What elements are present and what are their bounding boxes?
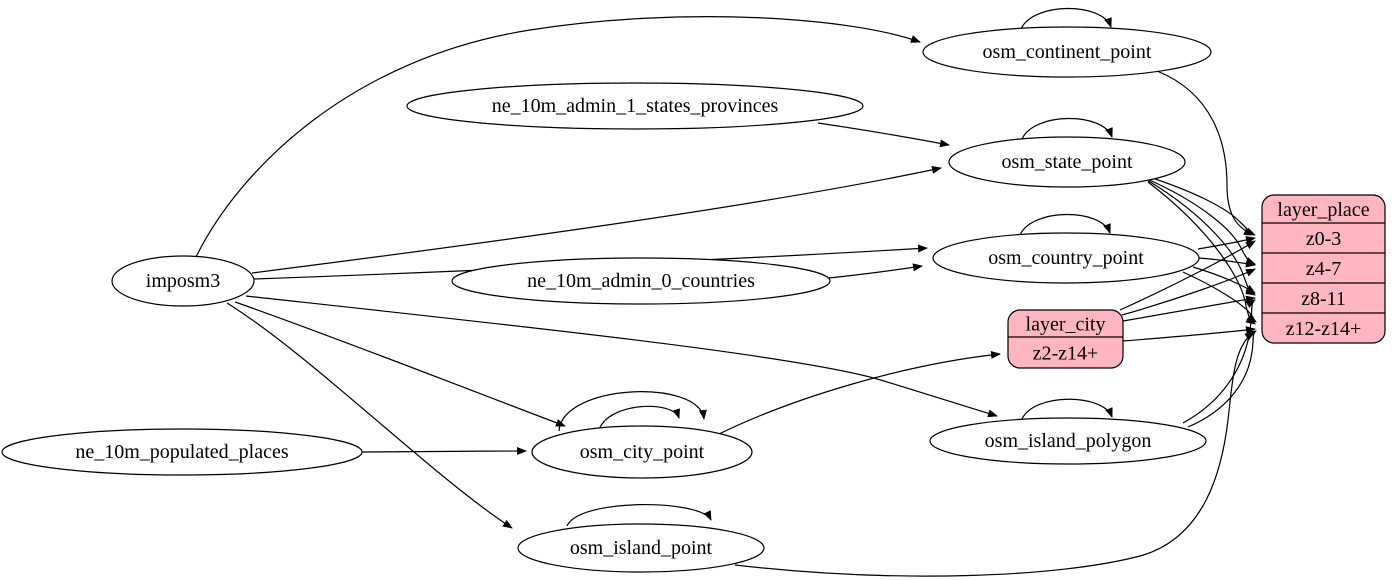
edge-osm_island_point-to-osm_island_point — [566, 504, 712, 527]
record-layer_city: layer_city z2-z14+ — [1007, 309, 1124, 369]
edge-layer_city-to-layer_place:z0-3 — [1119, 240, 1256, 311]
edge-osm_continent_point-to-layer_place:z0-3 — [1156, 70, 1254, 236]
edge-ne_10m_admin_1_states_provinces-to-osm_state_point — [817, 122, 950, 148]
node-label: ne_10m_admin_1_states_provinces — [492, 95, 779, 117]
edge-osm_island_point-to-layer_place:z12-z14+ — [734, 331, 1255, 577]
node-osm_continent_point: osm_continent_point — [922, 26, 1212, 78]
edge-osm_city_point-to-osm_city_point — [558, 391, 707, 432]
edge-imposm3-to-osm_state_point — [251, 165, 942, 274]
edge-osm_country_point-to-layer_place:z4-7 — [1198, 257, 1256, 268]
record-outline — [1261, 194, 1386, 344]
edge-layer_city-to-layer_place:z12-z14+ — [1122, 326, 1256, 342]
node-imposm3: imposm3 — [111, 255, 255, 307]
node-label: osm_city_point — [580, 441, 705, 463]
node-osm_island_polygon: osm_island_polygon — [929, 417, 1207, 465]
record-outline — [1007, 309, 1124, 369]
edge-layer_city-to-layer_place:z8-11 — [1122, 295, 1256, 322]
edge-layer_city-to-layer_place:z4-7 — [1121, 268, 1256, 316]
record-row-label: z2-z14+ — [1033, 343, 1099, 365]
record-row-label: z8-11 — [1301, 288, 1346, 310]
node-osm_country_point: osm_country_point — [932, 232, 1200, 284]
table-ellipse — [932, 232, 1200, 284]
edge-osm_country_point-to-layer_place:z12-z14+ — [1182, 271, 1257, 323]
node-label: osm_country_point — [988, 247, 1144, 269]
edge-osm_island_polygon-to-layer_place:z12-z14+ — [1187, 330, 1257, 428]
edge-osm_state_point-to-layer_place:z0-3 — [1142, 174, 1256, 236]
table-ellipse — [1, 428, 363, 476]
table-ellipse — [922, 26, 1212, 78]
table-ellipse — [517, 523, 765, 573]
edge-osm_island_polygon-to-osm_island_polygon — [1021, 398, 1113, 420]
node-label: ne_10m_populated_places — [75, 441, 288, 463]
record-row-label: z4-7 — [1306, 258, 1342, 280]
edge-osm_city_point-to-layer_city:z2-z14+ — [710, 350, 1001, 439]
table-ellipse — [406, 82, 864, 130]
record-layer_place: layer_place z0-3 z4-7 z8-11 z12-z14+ — [1261, 194, 1386, 344]
edge-imposm3-to-osm_continent_point — [195, 16, 921, 258]
node-label: ne_10m_admin_0_countries — [527, 270, 755, 292]
node-label: imposm3 — [146, 270, 220, 292]
edge-osm_city_point-to-osm_city_point — [598, 405, 680, 431]
node-osm_city_point: osm_city_point — [531, 425, 753, 479]
edge-osm_continent_point-to-osm_continent_point — [1020, 7, 1112, 30]
node-label: osm_island_polygon — [985, 430, 1152, 452]
edge-imposm3-to-osm_city_point — [234, 301, 566, 427]
record-row-label: z0-3 — [1306, 228, 1342, 250]
node-label: osm_island_point — [570, 537, 713, 559]
edge-imposm3-to-osm_island_point — [226, 302, 513, 529]
record-title: layer_city — [1026, 314, 1106, 336]
record-row-label: z12-z14+ — [1286, 318, 1362, 340]
edge-osm_country_point-to-layer_place:z8-11 — [1192, 266, 1256, 294]
node-ne_10m_admin_1_states_provinces: ne_10m_admin_1_states_provinces — [406, 82, 864, 130]
node-ne_10m_admin_0_countries: ne_10m_admin_0_countries — [451, 257, 831, 305]
edge-osm_country_point-to-layer_place:z0-3 — [1197, 236, 1256, 250]
node-osm_state_point: osm_state_point — [948, 136, 1186, 188]
node-osm_island_point: osm_island_point — [517, 523, 765, 573]
edge-imposm3-to-osm_island_polygon — [245, 295, 998, 418]
edge-osm_state_point-to-osm_state_point — [1021, 117, 1113, 140]
record-title: layer_place — [1277, 199, 1369, 221]
table-ellipse — [531, 425, 753, 479]
edge-ne_10m_admin_0_countries-to-osm_country_point — [828, 263, 923, 279]
edge-ne_10m_populated_places-to-osm_city_point — [361, 447, 527, 456]
node-label: osm_state_point — [1001, 151, 1133, 173]
node-label: osm_continent_point — [983, 41, 1152, 63]
node-ne_10m_populated_places: ne_10m_populated_places — [1, 428, 363, 476]
edge-osm_country_point-to-osm_country_point — [1019, 213, 1111, 236]
table-ellipse — [111, 255, 255, 307]
table-ellipse — [948, 136, 1186, 188]
table-ellipse — [451, 257, 831, 305]
table-ellipse — [929, 417, 1207, 465]
edge-osm_island_polygon-to-layer_place:z8-11 — [1182, 299, 1256, 424]
